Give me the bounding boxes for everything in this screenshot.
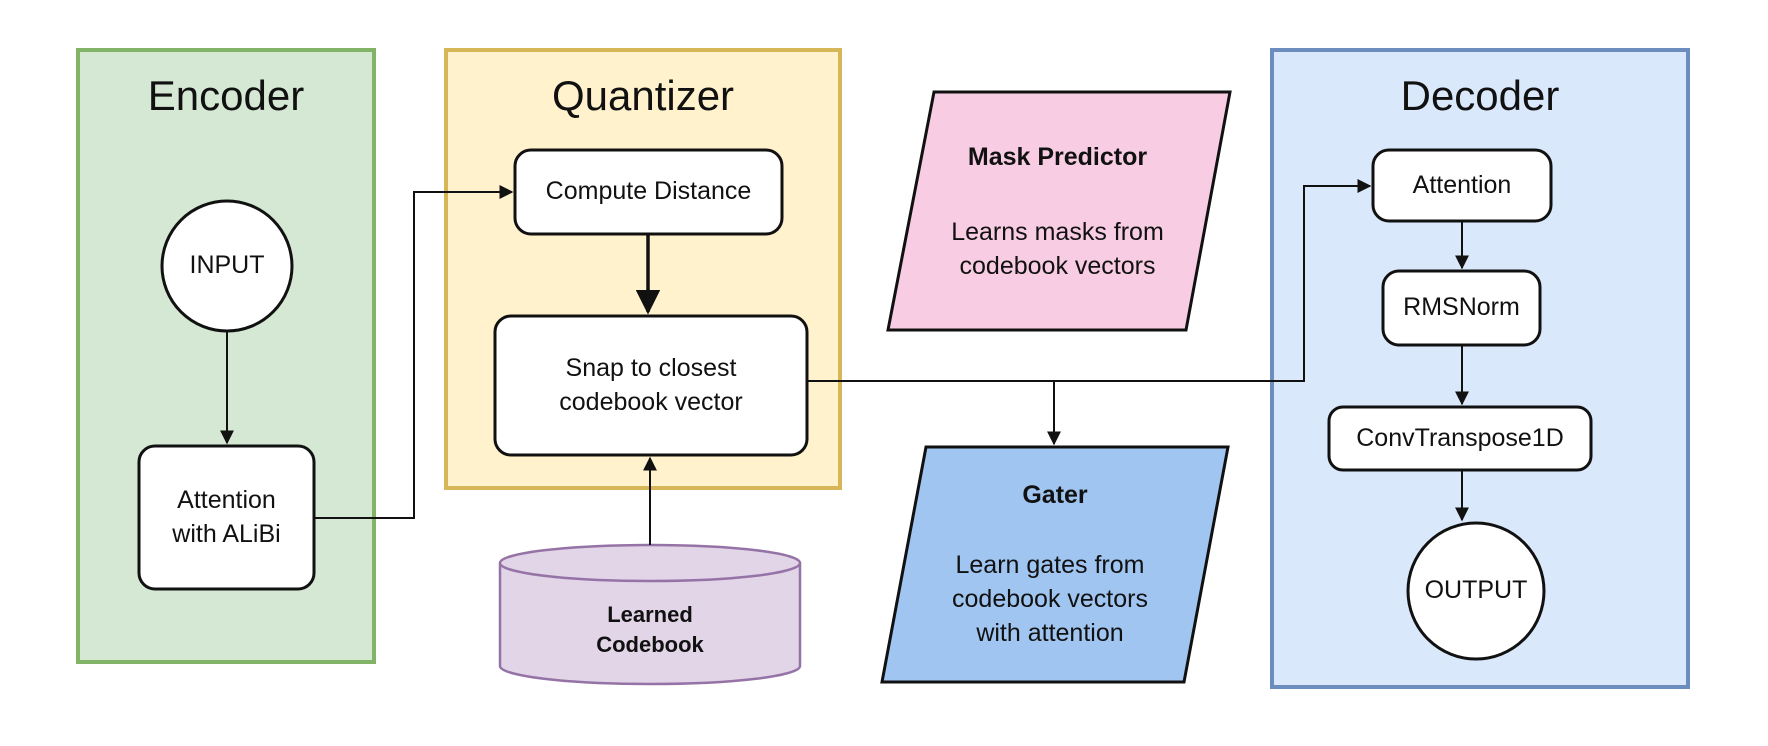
compute-distance-label: Compute Distance	[545, 177, 752, 206]
rmsnorm-label: RMSNorm	[1403, 293, 1520, 322]
snap-node	[493, 314, 809, 457]
edge-snap-to-dec-attention	[807, 179, 1372, 382]
attention-alibi-label: Attention with ALiBi	[172, 485, 281, 548]
quantizer-title: Quantizer	[551, 72, 735, 119]
mask-predictor-body: Learns masks from codebook vectors	[951, 218, 1164, 280]
edge-attention-to-compute	[314, 185, 514, 519]
convtranspose-node	[1327, 405, 1593, 472]
codebook-label: Learned Codebook	[596, 602, 704, 657]
gater-shape	[880, 445, 1230, 684]
convtranspose-label: ConvTranspose1D	[1356, 423, 1564, 452]
codebook-cylinder	[498, 543, 802, 686]
input-label: INPUT	[189, 251, 265, 280]
gater-title: Gater	[1022, 481, 1088, 510]
decoder-title: Decoder	[1400, 72, 1560, 119]
encoder-title: Encoder	[147, 72, 305, 119]
mask-predictor-title: Mask Predictor	[967, 143, 1148, 172]
snap-label: Snap to closest codebook vector	[559, 353, 743, 416]
output-label: OUTPUT	[1424, 576, 1528, 605]
output-node	[1406, 521, 1546, 661]
mask-predictor-shape	[886, 90, 1232, 332]
gater-body: Learn gates from codebook vectors with a…	[952, 551, 1148, 647]
dec-attention-label: Attention	[1412, 170, 1512, 199]
